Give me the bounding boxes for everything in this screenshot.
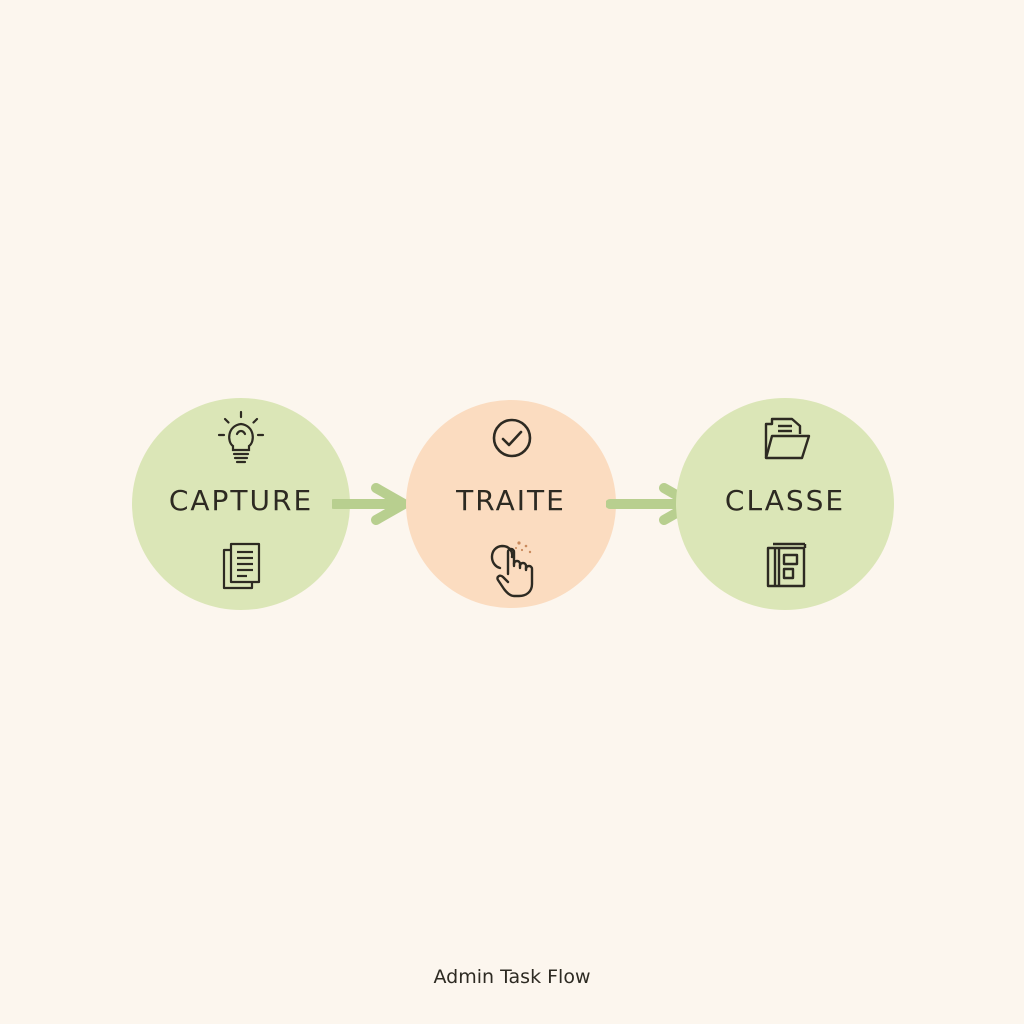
step-classe-label: CLASSE <box>724 484 846 517</box>
step-capture-label: CAPTURE <box>168 484 314 517</box>
lightbulb-icon <box>217 410 265 464</box>
step-traite-label: TRAITE <box>456 484 566 517</box>
document-stack-icon <box>222 542 261 590</box>
folder-icon <box>764 417 811 460</box>
hand-pointer-icon <box>490 541 534 598</box>
flow-arrow-1 <box>332 483 409 525</box>
check-circle-icon <box>492 418 532 458</box>
diagram-caption: Admin Task Flow <box>433 966 591 988</box>
step-capture-circle: CAPTURE <box>132 398 350 610</box>
step-classe-circle: CLASSE <box>676 398 894 610</box>
binder-icon <box>766 542 807 588</box>
step-traite-circle: TRAITE <box>406 400 616 608</box>
